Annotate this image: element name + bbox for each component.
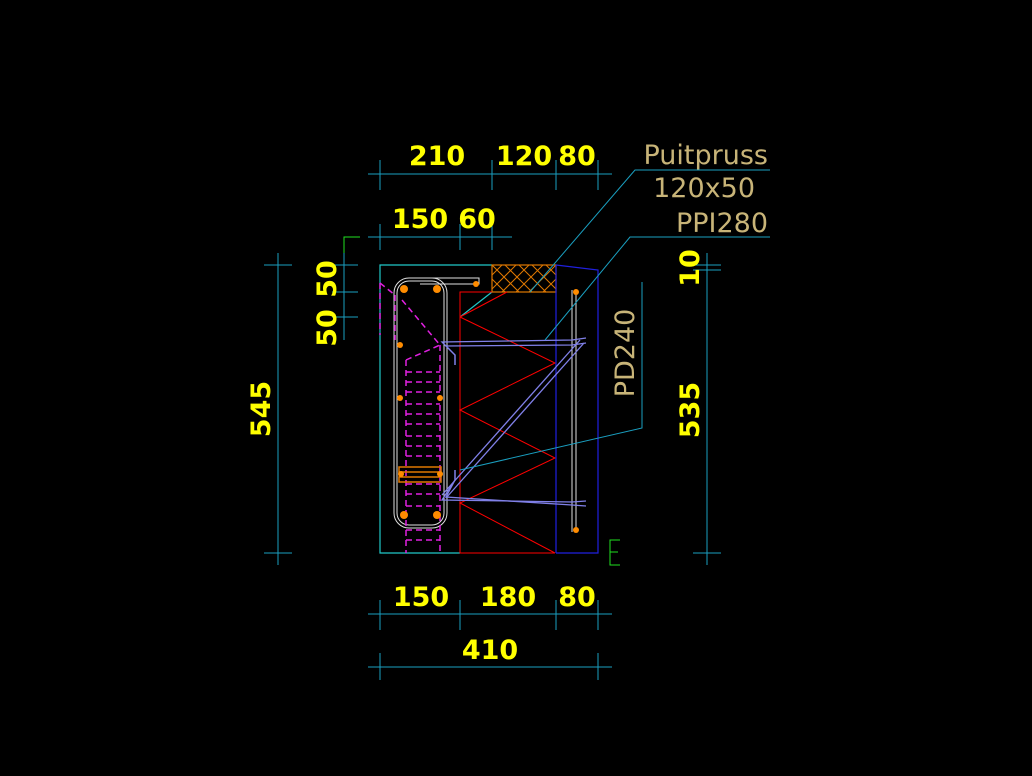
- dim-bottom-80: 80: [558, 582, 596, 613]
- section-geometry: [343, 236, 620, 566]
- dim-top-120: 120: [496, 141, 552, 172]
- label-pd: PD240: [610, 309, 641, 398]
- wall-ties: [440, 337, 587, 507]
- dim-left-50b: 50: [312, 309, 343, 347]
- dim-left-50a: 50: [312, 260, 343, 298]
- dim-top-150: 150: [392, 204, 448, 235]
- dim-right-535: 535: [675, 382, 706, 438]
- label-purlin-name: Puitpruss: [644, 140, 769, 171]
- dim-top-80: 80: [558, 141, 596, 172]
- dimension-text: 210 120 80 150 60 150 180 80 410 545 50 …: [246, 141, 706, 666]
- insulation: [458, 291, 557, 554]
- dim-top-60: 60: [458, 204, 496, 235]
- anchor-plate: [398, 466, 442, 483]
- dim-top-210: 210: [409, 141, 465, 172]
- label-purlin-size: 120x50: [653, 173, 755, 204]
- dim-left-545: 545: [246, 381, 277, 437]
- ladder-reinforcement: [379, 282, 441, 553]
- dim-bottom-150: 150: [393, 582, 449, 613]
- label-ppi: PPI280: [676, 208, 768, 239]
- outer-panel: [555, 264, 599, 554]
- rebar-bars: [397, 281, 579, 533]
- leader-labels: Puitpruss 120x50 PPI280 PD240: [610, 140, 768, 397]
- dim-bottom-180: 180: [480, 582, 536, 613]
- section-mark-icon: [609, 539, 620, 566]
- rebar-stirrup: [393, 277, 577, 532]
- dimension-lines: [264, 160, 770, 680]
- concrete-outline: [379, 264, 492, 554]
- dim-right-10: 10: [675, 249, 706, 287]
- timber-purlin: [491, 264, 557, 293]
- dim-bottom-410: 410: [462, 635, 518, 666]
